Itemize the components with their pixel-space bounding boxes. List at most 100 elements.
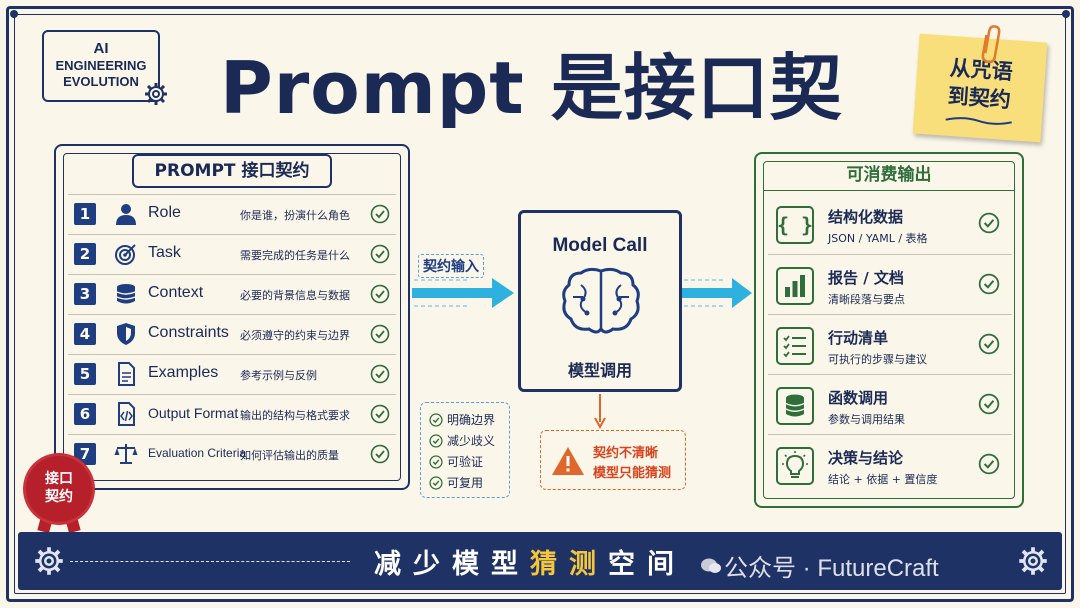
contract-input-label: 契约输入: [418, 254, 484, 278]
contract-seal: 接口 契约: [26, 456, 92, 522]
bar-chart-icon: [776, 267, 814, 305]
braces-icon: { }: [776, 206, 814, 244]
row-desc: 必须遵守的约束与边界: [240, 329, 350, 342]
output-row-structured-data: { } 结构化数据 JSON / YAML / 表格: [768, 194, 1012, 254]
check-icon: [370, 364, 390, 384]
warning-icon: [552, 447, 584, 475]
output-title: 函数调用: [828, 389, 889, 407]
ai-engineering-badge: AI ENGINEERING EVOLUTION: [42, 30, 160, 102]
person-icon: [116, 204, 136, 225]
check-icon: [429, 455, 443, 469]
row-desc: 如何评估输出的质量: [240, 449, 339, 462]
benefit-label: 可验证: [447, 455, 484, 469]
output-row-function-call: 函数调用 参数与调用结果: [768, 374, 1012, 434]
warning-box: 契约不清晰 模型只能猜测: [540, 430, 686, 490]
gear-icon: [1019, 547, 1047, 575]
check-icon: [978, 453, 1000, 475]
benefit-label: 减少歧义: [447, 434, 496, 448]
svg-text:{ }: { }: [778, 213, 812, 237]
seal-line-2: 契约: [45, 489, 73, 505]
seal-line-1: 接口: [45, 471, 73, 487]
model-call-title: Model Call: [552, 235, 648, 256]
output-desc: 可执行的步骤与建议: [828, 353, 927, 366]
corner-dot: [10, 10, 18, 18]
slogan-part-2: 空间: [608, 549, 686, 580]
benefit-item: 可验证: [429, 453, 483, 470]
contract-row-context: 3 Context 必要的背景信息与数据: [68, 274, 396, 312]
row-label: Task: [148, 244, 181, 261]
row-label: Constraints: [148, 324, 229, 341]
output-row-decision: 决策与结论 结论 + 依据 + 置信度: [768, 434, 1012, 494]
inner-frame: [14, 14, 1066, 594]
warning-line-2: 模型只能猜测: [593, 466, 672, 481]
warning-line-1: 契约不清晰: [593, 446, 659, 461]
brain-icon: [562, 267, 640, 334]
check-icon: [978, 393, 1000, 415]
banner-slogan: 减少模型猜测空间: [374, 542, 686, 581]
title-divider: [764, 190, 1014, 191]
row-number: 3: [74, 283, 96, 305]
paperclip-icon: [981, 25, 1001, 64]
corner-dot: [1062, 10, 1070, 18]
check-icon: [978, 212, 1000, 234]
scale-icon: [114, 444, 138, 464]
panel-inner-border: [763, 161, 1015, 499]
target-icon: [115, 244, 136, 265]
checklist-icon: [776, 327, 814, 365]
row-number: 4: [74, 323, 96, 345]
check-icon: [429, 434, 443, 448]
input-arrow: [412, 278, 514, 308]
check-icon: [370, 324, 390, 344]
row-number: 2: [74, 243, 96, 265]
down-arrow: [594, 394, 606, 430]
check-icon: [978, 333, 1000, 355]
gear-icon: [35, 547, 63, 575]
check-icon: [429, 413, 443, 427]
output-title: 报告 / 文档: [828, 269, 904, 287]
row-number: 7: [74, 443, 96, 465]
output-desc: 结论 + 依据 + 置信度: [828, 473, 938, 486]
row-desc: 输出的结构与格式要求: [240, 409, 350, 422]
badge-line-1: AI: [93, 40, 109, 57]
wechat-icon: [701, 558, 721, 573]
underline-scribble: [945, 117, 1012, 125]
banner-dashed-line: [70, 561, 350, 562]
row-number: 1: [74, 203, 96, 225]
slogan-highlight: 猜测: [530, 549, 608, 580]
output-row-report: 报告 / 文档 清晰段落与要点: [768, 254, 1012, 314]
model-call-box: Model Call 模型调用: [518, 210, 682, 392]
output-title: 决策与结论: [828, 449, 904, 467]
benefit-label: 可复用: [447, 476, 484, 490]
check-icon: [370, 444, 390, 464]
output-desc: 清晰段落与要点: [828, 293, 905, 306]
badge-line-2: ENGINEERING: [55, 58, 147, 73]
row-label: Context: [148, 284, 204, 301]
output-row-action-list: 行动清单 可执行的步骤与建议: [768, 314, 1012, 374]
row-number: 5: [74, 363, 96, 385]
row-number: 6: [74, 403, 96, 425]
benefit-item: 减少歧义: [429, 432, 495, 449]
sticky-note: 从咒语 到契约: [912, 33, 1048, 143]
watermark: 公众号 · FutureCraft: [724, 555, 939, 582]
benefits-checklist: 明确边界 减少歧义 可验证 可复用: [420, 402, 510, 498]
benefit-item: 可复用: [429, 474, 483, 491]
database-icon: [776, 387, 814, 425]
lightbulb-icon: [776, 447, 814, 485]
prompt-contract-panel: [54, 144, 410, 490]
shield-icon: [117, 323, 135, 345]
row-desc: 需要完成的任务是什么: [240, 249, 350, 262]
gear-icon: [145, 83, 167, 105]
contract-row-role: 1 Role 你是谁，扮演什么角色: [68, 194, 396, 232]
page-title: Prompt 是接口契约: [220, 46, 843, 230]
contract-row-output-format: 6 Output Format 输出的结构与格式要求: [68, 394, 396, 432]
outer-frame: [6, 6, 1074, 602]
database-icon: [116, 284, 136, 304]
check-icon: [370, 284, 390, 304]
model-call-subtitle: 模型调用: [567, 361, 632, 380]
code-file-icon: [118, 402, 135, 426]
panel-inner-border: [63, 153, 401, 481]
row-label: Evaluation Criteria: [148, 446, 247, 460]
row-desc: 必要的背景信息与数据: [240, 289, 350, 302]
row-label: Role: [148, 204, 181, 221]
output-panel-title: 可消费输出: [846, 165, 932, 185]
